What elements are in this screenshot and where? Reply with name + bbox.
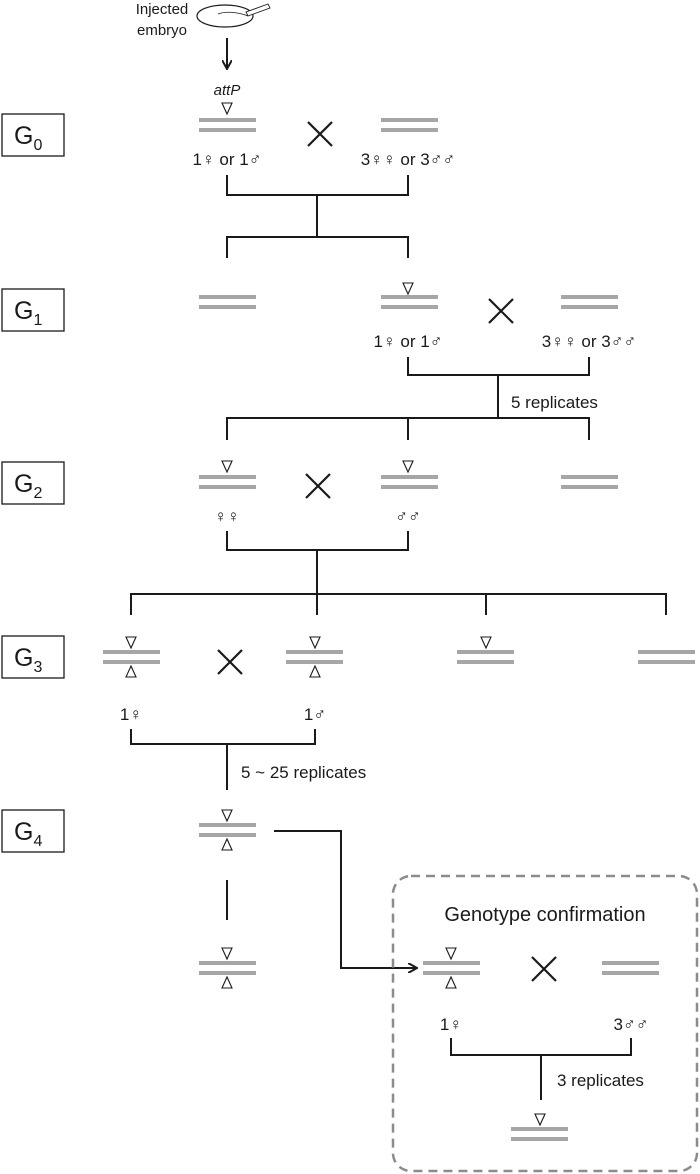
mating-bracket bbox=[226, 175, 409, 196]
cross-symbol bbox=[488, 298, 514, 324]
g1-chromosome-pair-attp bbox=[381, 282, 438, 309]
confirmation-offspring-pair bbox=[511, 1113, 568, 1141]
g0-row: 1♀ or 1♂ 3♀♀ or 3♂♂ bbox=[193, 102, 455, 258]
g3-heterozygous-pair bbox=[457, 636, 514, 664]
gen-label-g0: G0 bbox=[1, 113, 65, 157]
gen-sub: 2 bbox=[33, 485, 42, 502]
g2-females-label: ♀♀ bbox=[214, 507, 240, 526]
gen-prefix: G bbox=[14, 644, 33, 672]
attp-site-marker bbox=[309, 664, 321, 678]
offspring-bracket bbox=[226, 236, 409, 258]
cross-symbol bbox=[217, 649, 243, 675]
confirmation-replicates-label: 3 replicates bbox=[557, 1071, 644, 1090]
g1-left-parent-label: 1♀ or 1♂ bbox=[374, 332, 443, 351]
attp-site-marker bbox=[221, 947, 233, 961]
attp-site-marker bbox=[534, 1113, 546, 1127]
gen-sub: 0 bbox=[33, 137, 42, 154]
gen-label-g2: G2 bbox=[1, 461, 65, 505]
gen-prefix: G bbox=[14, 818, 33, 846]
needle-icon bbox=[245, 3, 271, 17]
svg-text:G2: G2 bbox=[14, 470, 42, 502]
g3-unmodified-pair bbox=[638, 650, 695, 664]
g2-female-chromosome-pair bbox=[199, 460, 256, 489]
svg-text:G0: G0 bbox=[14, 122, 42, 154]
cross-symbol bbox=[305, 473, 331, 499]
gen-prefix: G bbox=[14, 122, 33, 150]
cross-symbol bbox=[307, 121, 333, 147]
g3-female-label: 1♀ bbox=[120, 705, 142, 724]
g3-homozygous-male-pair bbox=[286, 636, 343, 678]
gen-label-g4: G4 bbox=[1, 809, 65, 853]
g4-homozygous-pair bbox=[199, 809, 256, 851]
g2-row: ♀♀ ♂♂ bbox=[130, 460, 667, 615]
confirmation-title: Genotype confirmation bbox=[444, 904, 645, 926]
svg-text:G1: G1 bbox=[14, 297, 42, 329]
g3-replicates-label: 5 ~ 25 replicates bbox=[241, 763, 366, 782]
svg-text:G4: G4 bbox=[14, 818, 42, 850]
attp-site-marker bbox=[125, 636, 137, 650]
injected-label-line2: embryo bbox=[137, 22, 187, 39]
attp-site-marker bbox=[221, 102, 233, 116]
gen-label-g1: G1 bbox=[1, 288, 65, 332]
genotype-confirmation-panel: Genotype confirmation 1♀ 3♂♂ 3 replicate… bbox=[391, 874, 699, 1173]
cross-symbol bbox=[531, 956, 557, 982]
mating-bracket bbox=[450, 1038, 632, 1056]
g2-male-chromosome-pair bbox=[381, 460, 438, 489]
attp-site-marker bbox=[402, 282, 414, 296]
confirmation-arrow bbox=[274, 830, 416, 968]
confirmation-males-label: 3♂♂ bbox=[614, 1015, 649, 1034]
attp-site-marker bbox=[125, 664, 137, 678]
attp-site-marker bbox=[480, 636, 492, 650]
confirmation-homozygous-pair bbox=[423, 947, 480, 989]
attp-site-marker bbox=[309, 636, 321, 650]
offspring-bracket bbox=[130, 593, 667, 615]
g2-males-label: ♂♂ bbox=[395, 507, 421, 526]
attp-site-marker bbox=[221, 460, 233, 474]
attp-site-marker bbox=[221, 809, 233, 823]
dashed-box bbox=[391, 874, 699, 1173]
g0-left-chromosome-pair bbox=[199, 102, 256, 132]
g4-maintained-pair bbox=[199, 947, 256, 989]
confirmation-partner-pair bbox=[602, 961, 659, 975]
g4-row bbox=[199, 809, 416, 989]
attp-site-marker bbox=[221, 837, 233, 851]
injected-label-line1: Injected bbox=[136, 1, 189, 18]
attp-site-marker bbox=[445, 975, 457, 989]
gen-sub: 4 bbox=[33, 833, 42, 850]
g3-male-label: 1♂ bbox=[304, 705, 326, 724]
attp-site-marker bbox=[445, 947, 457, 961]
mating-bracket bbox=[226, 531, 409, 551]
mating-bracket bbox=[130, 729, 316, 745]
g3-homozygous-female-pair bbox=[103, 636, 160, 678]
embryo-icon bbox=[196, 4, 254, 28]
gen-sub: 1 bbox=[33, 312, 42, 329]
g1-replicates-label: 5 replicates bbox=[511, 393, 598, 412]
g2-unmodified-chromosome-pair bbox=[561, 475, 618, 489]
attp-site-marker bbox=[402, 460, 414, 474]
g0-left-parent-label: 1♀ or 1♂ bbox=[193, 150, 262, 169]
svg-text:G3: G3 bbox=[14, 644, 42, 676]
injected-embryo: Injected embryo attP bbox=[136, 1, 271, 99]
g1-row: 1♀ or 1♂ 3♀♀ or 3♂♂ 5 replicates bbox=[199, 282, 636, 440]
gen-prefix: G bbox=[14, 470, 33, 498]
g1-right-parent-label: 3♀♀ or 3♂♂ bbox=[542, 332, 636, 351]
gen-prefix: G bbox=[14, 297, 33, 325]
g0-right-parent-label: 3♀♀ or 3♂♂ bbox=[361, 150, 455, 169]
g3-row: 1♀ 1♂ 5 ~ 25 replicates bbox=[103, 636, 695, 790]
attp-site-marker bbox=[221, 975, 233, 989]
g0-right-chromosome-pair bbox=[381, 118, 438, 132]
attp-label: attP bbox=[214, 82, 241, 99]
mating-bracket bbox=[407, 357, 590, 376]
gen-label-g3: G3 bbox=[1, 635, 65, 679]
gen-sub: 3 bbox=[33, 659, 42, 676]
confirmation-female-label: 1♀ bbox=[440, 1015, 462, 1034]
g1-chromosome-pair-unmodified bbox=[199, 295, 256, 309]
g1-partner-chromosome-pair bbox=[561, 295, 618, 309]
